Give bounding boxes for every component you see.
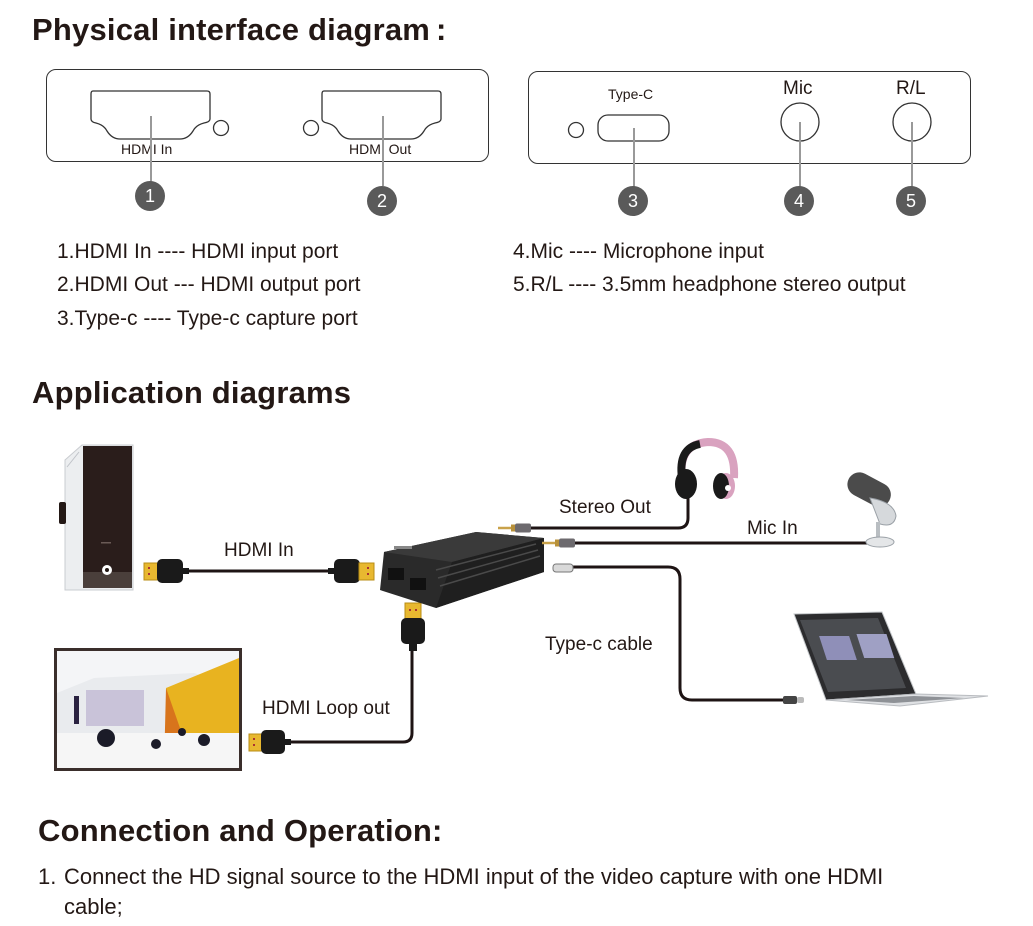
port-number-badge-3: 3 <box>618 186 648 216</box>
hdmi-plug-source-icon <box>143 559 189 583</box>
physical-title-colon: : <box>436 12 447 47</box>
operation-step-1-text: Connect the HD signal source to the HDMI… <box>64 864 884 889</box>
leader-line-3 <box>633 128 635 188</box>
hdmi-out-port-label: HDMI Out <box>349 141 412 157</box>
hdmi-out-port-icon <box>321 90 442 140</box>
front-panel-hdmi <box>46 69 489 162</box>
leader-line-5 <box>911 122 913 188</box>
pc-tower-icon <box>59 444 134 591</box>
hdmi-in-led-icon <box>212 119 230 137</box>
hdmi-plug-loop-out-top-icon <box>401 602 425 651</box>
physical-interface-title: Physical interface diagram: <box>32 12 447 48</box>
leader-line-4 <box>799 122 801 188</box>
connection-operation-title: Connection and Operation: <box>38 813 443 848</box>
video-capture-box-icon <box>380 532 544 608</box>
operation-step-1-text-continued: cable; <box>64 894 123 919</box>
status-led-icon <box>567 121 585 139</box>
application-diagrams-title: Application diagrams <box>32 375 352 410</box>
port-number-badge-1: 1 <box>135 181 165 211</box>
hdmi-plug-display-icon <box>248 730 291 754</box>
physical-title-text: Physical interface diagram <box>32 12 431 47</box>
operation-step-1-number: 1. <box>38 864 57 889</box>
port-description-5: 5.R/L ---- 3.5mm headphone stereo output <box>513 273 906 296</box>
stereo-out-jack-icon <box>498 523 531 533</box>
hdmi-loop-out-cable-label: HDMI Loop out <box>262 698 390 719</box>
hdmi-plug-capture-in-icon <box>328 559 375 583</box>
stereo-out-cable-label: Stereo Out <box>559 497 651 518</box>
leader-line-1 <box>150 116 152 183</box>
stereo-out-cable <box>530 498 690 530</box>
hdmi-in-port-label: HDMI In <box>121 141 173 157</box>
port-number-badge-2: 2 <box>367 186 397 216</box>
port-description-3: 3.Type-c ---- Type-c capture port <box>57 307 358 330</box>
port-description-1: 1.HDMI In ---- HDMI input port <box>57 240 339 263</box>
port-number-badge-5: 5 <box>896 186 926 216</box>
type-c-plug-capture-icon <box>552 563 574 573</box>
hdmi-loop-out-cable <box>290 650 414 744</box>
mic-in-jack-icon <box>542 538 575 548</box>
port-description-4: 4.Mic ---- Microphone input <box>513 240 764 263</box>
type-c-plug-laptop-icon <box>783 696 804 704</box>
hdmi-in-port-icon <box>90 90 211 140</box>
leader-line-2 <box>382 116 384 186</box>
microphone-icon <box>847 472 897 548</box>
type-c-cable <box>572 565 784 702</box>
rl-port-label: R/L <box>896 78 926 99</box>
hdmi-in-cable-label: HDMI In <box>224 540 294 561</box>
type-c-cable-label: Type-c cable <box>545 634 653 655</box>
port-description-2: 2.HDMI Out --- HDMI output port <box>57 273 361 296</box>
port-number-badge-4: 4 <box>784 186 814 216</box>
mic-port-label: Mic <box>783 78 813 99</box>
type-c-port-label: Type-C <box>608 86 654 102</box>
display-screen-icon <box>54 648 242 771</box>
hdmi-out-led-icon <box>302 119 320 137</box>
headphones-icon <box>675 437 739 499</box>
mic-in-cable-label: Mic In <box>747 518 798 539</box>
laptop-icon <box>793 611 989 707</box>
